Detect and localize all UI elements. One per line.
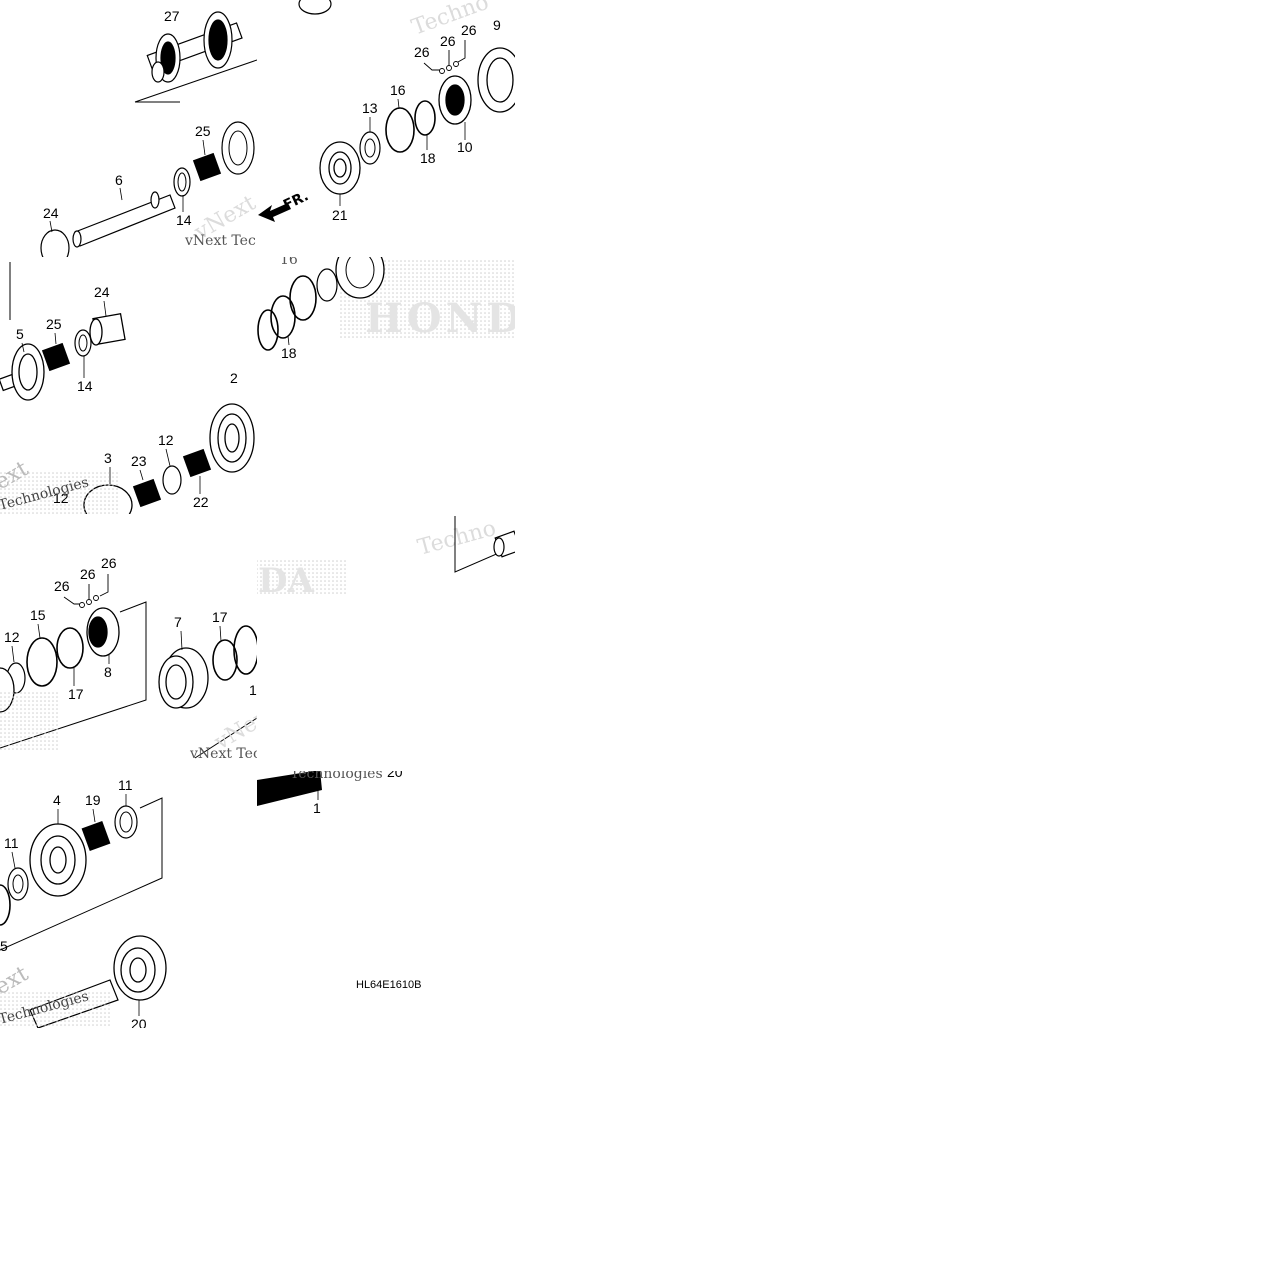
snap-ring-18b: [270, 295, 296, 339]
callout-1-partial: 1: [249, 682, 257, 698]
callout-9: 9: [493, 17, 501, 33]
front-direction-arrow: FR.: [258, 188, 311, 222]
callout-5b: 5: [0, 938, 8, 954]
callout-1: 1: [313, 800, 321, 816]
diagram-code: HL64E1610B: [356, 979, 421, 991]
gear-2: [209, 403, 255, 473]
watermark-da: DA: [258, 561, 314, 601]
watermark-vnext-tec: vNext Tec: [184, 233, 256, 249]
tile-second-left: 5 25 14 24 2 22 12: [0, 262, 255, 514]
callout-16b: 16: [280, 252, 298, 268]
callout-12: 12: [158, 432, 174, 448]
ball-26-group: [423, 40, 466, 74]
callout-11b: 11: [4, 835, 19, 851]
callout-14: 14: [176, 212, 192, 228]
tile-second-middle: HONDA 18 16: [257, 252, 560, 361]
callout-26-f: 26: [101, 555, 117, 571]
shaft-6: [72, 191, 176, 248]
needle-bearing-25b: [41, 342, 71, 372]
bushing-24b: [89, 313, 126, 346]
callout-17a: 17: [68, 686, 84, 702]
callout-14b: 14: [77, 378, 93, 394]
tile-bottom-middle: 20 Technologies 1 HL64E1610B: [257, 764, 421, 991]
callout-12-c: 12: [53, 490, 69, 506]
snap-ring-17b: [212, 639, 238, 681]
callout-7: 7: [174, 614, 182, 630]
callout-12b: 12: [4, 629, 20, 645]
tile-third-left: 26 26 26 8 17 15 12: [0, 555, 261, 762]
watermark-honda: HONDA: [365, 295, 560, 342]
needle-bearing-25: [192, 152, 222, 182]
callout-25: 25: [195, 123, 211, 139]
washer-12: [162, 465, 182, 495]
callout-11a: 11: [118, 777, 133, 793]
callout-2: 2: [230, 370, 238, 386]
callout-6: 6: [115, 172, 123, 188]
ball-26-group-b: [63, 574, 109, 608]
svg-text:FR.: FR.: [281, 188, 311, 213]
gear-8: [86, 607, 120, 657]
gear-5: [0, 343, 45, 401]
callout-19: 19: [85, 792, 101, 808]
callout-5: 5: [16, 326, 24, 342]
gear-10: [438, 75, 472, 125]
callout-26-c: 26: [461, 22, 477, 38]
callout-13: 13: [362, 100, 378, 116]
ball-bearing-21: [319, 141, 361, 195]
tile-third-middle: DA Techno: [257, 516, 515, 601]
ball-bearing-20: [113, 935, 167, 1001]
callout-25b: 25: [46, 316, 62, 332]
watermark-vnext-tec-b: vNext Tec: [189, 746, 261, 762]
hub-7: [158, 647, 209, 709]
snap-ring-18: [414, 100, 436, 136]
tile-top-left: 27 6 14 25 24 vNext vNext Tec: [40, 8, 257, 257]
shaft-stub: [493, 530, 515, 558]
callout-18b: 18: [281, 345, 297, 361]
callout-22: 22: [193, 494, 209, 510]
callout-23: 23: [131, 453, 147, 469]
callout-27: 27: [164, 8, 180, 24]
callout-26-b: 26: [440, 33, 456, 49]
callout-24: 24: [43, 205, 59, 221]
snap-ring-17a: [56, 627, 84, 669]
needle-bearing-19: [81, 820, 111, 852]
bushing-24: [40, 229, 70, 257]
callout-26-e: 26: [80, 566, 96, 582]
callout-21: 21: [332, 207, 348, 223]
callout-3: 3: [104, 450, 112, 466]
mainshaft-1: [257, 771, 322, 806]
callout-24b: 24: [94, 284, 110, 300]
snap-ring-15: [26, 637, 58, 687]
needle-bearing-22: [182, 448, 212, 478]
watermark-technologies-c: Technologies: [290, 766, 383, 782]
callout-8: 8: [104, 664, 112, 680]
callout-20b: 20: [387, 764, 403, 780]
tile-bottom-left: 4 19 11 11 5 20 ext Technologies: [0, 777, 167, 1032]
callout-15: 15: [30, 607, 46, 623]
callout-10: 10: [457, 139, 473, 155]
callout-26-a: 26: [414, 44, 430, 60]
hub-9: [477, 47, 515, 113]
needle-bearing-23: [132, 478, 162, 508]
snap-ring-16: [385, 107, 415, 153]
callout-20a: 20: [131, 1016, 147, 1032]
callout-26-d: 26: [54, 578, 70, 594]
callout-4: 4: [53, 792, 61, 808]
gear-shaft-27: [146, 11, 243, 83]
callout-18: 18: [420, 150, 436, 166]
watermark-techno-b: Techno: [415, 516, 499, 561]
callout-17b: 17: [212, 609, 228, 625]
gear-4: [29, 823, 87, 897]
tile-top-middle: Techno 21 13 16 18 10: [258, 0, 515, 223]
callout-16: 16: [390, 82, 406, 98]
